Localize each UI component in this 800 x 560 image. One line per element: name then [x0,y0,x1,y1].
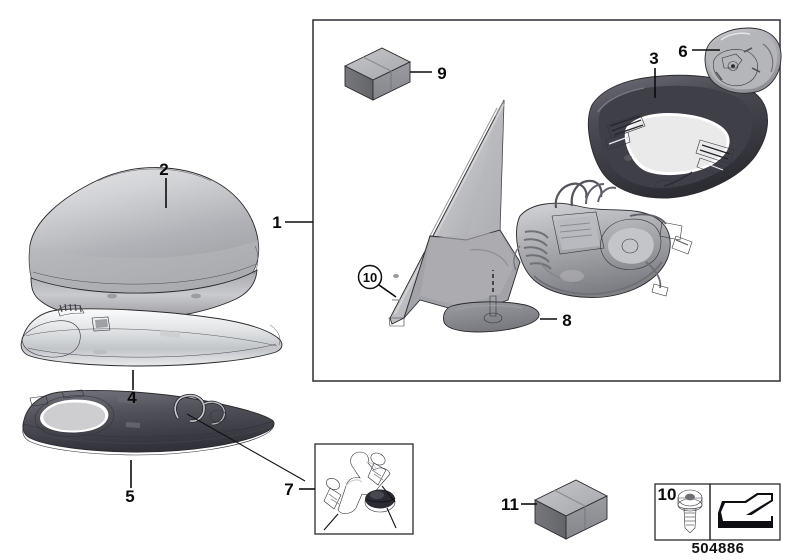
callout-label-3: 3 [649,49,658,68]
part-mirror-glass-heated [704,27,782,94]
callout-numbers: 1 2 3 4 5 6 7 8 9 10 11 10 [125,42,687,514]
callout-label-11: 11 [501,495,519,514]
housing-retaining-clip [173,393,227,426]
callout-label-5: 5 [125,487,134,506]
legend-label-10: 10 [658,485,677,504]
part-mirror-base-gasket [443,270,540,333]
callout-label-7: 7 [284,480,293,499]
callout-label-4: 4 [127,388,137,407]
part-mounting-hardware-kit [314,443,414,535]
legend-group [654,483,781,541]
hardware-bolt-upper [367,452,387,486]
callout-label-8: 8 [562,311,571,330]
part-mirror-cover-cap [28,167,260,321]
part-mirror-drive-mechanism [513,179,693,298]
callout-label-6: 6 [678,42,687,61]
main-assembly-frame [312,19,781,382]
diagram-id-label: 504886 [691,540,744,557]
part-turn-indicator-light [20,303,283,367]
callout-label-2: 2 [159,160,168,179]
callout-label-1: 1 [272,213,281,232]
left-hand-side-arrow-illustration [718,493,773,528]
callout-10-circle [357,264,383,290]
callout-leader-lines [130,49,720,505]
hardware-rubber-grommet [364,489,396,513]
part-repair-kit-box-9 [343,47,412,101]
callout-label-10: 10 [363,270,377,285]
hardware-bolt-left [323,478,342,510]
part-mirror-frame-surround [587,74,768,199]
part-mirror-panel [388,99,521,327]
hex-flange-bolt-illustration [677,489,703,534]
callout-label-9: 9 [437,64,446,83]
part-repair-kit-box-11 [533,479,609,540]
part-mirror-lower-housing [22,389,275,456]
